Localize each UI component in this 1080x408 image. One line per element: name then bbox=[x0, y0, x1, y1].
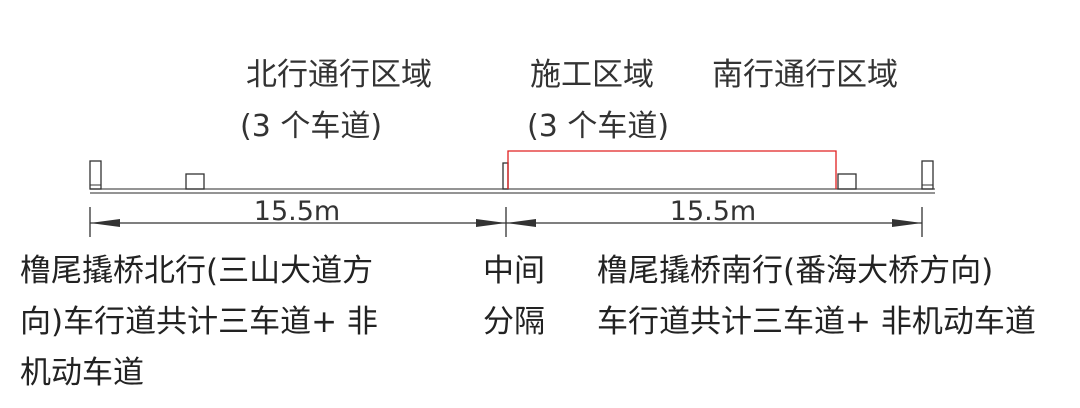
right-curb bbox=[837, 173, 857, 190]
work-zone-title: 施工区域 bbox=[530, 57, 654, 93]
dim-arrow-left-start bbox=[90, 219, 120, 227]
south-zone-title: 南行通行区域 bbox=[712, 57, 898, 93]
right-barrier bbox=[921, 160, 934, 190]
left-curb bbox=[185, 173, 205, 190]
north-description-line-2: 向)车行道共计三车道+ 非 bbox=[20, 304, 378, 340]
median-divider bbox=[502, 162, 509, 190]
dim-arrow-right-start bbox=[506, 219, 536, 227]
north-zone-lanes: (3 个车道) bbox=[240, 109, 383, 144]
dim-arrow-right-end bbox=[892, 219, 922, 227]
north-description: 橹尾撬桥北行(三山大道方 向)车行道共计三车道+ 非 机动车道 bbox=[20, 246, 378, 399]
south-description-line-2: 车行道共计三车道+ 非机动车道 bbox=[597, 304, 1036, 340]
south-description-line-1: 橹尾撬桥南行(番海大桥方向) bbox=[597, 253, 994, 289]
north-zone-title: 北行通行区域 bbox=[246, 57, 432, 93]
dimension-left-label: 15.5m bbox=[254, 196, 340, 227]
south-description: 橹尾撬桥南行(番海大桥方向) 车行道共计三车道+ 非机动车道 bbox=[597, 246, 1036, 348]
north-description-line-1: 橹尾撬桥北行(三山大道方 bbox=[20, 253, 374, 289]
median-description: 中间 分隔 bbox=[483, 246, 545, 348]
median-description-line-1: 中间 bbox=[483, 253, 545, 289]
work-zone-boundary bbox=[507, 150, 837, 189]
work-zone-lanes: (3 个车道) bbox=[527, 109, 670, 144]
dimension-right-label: 15.5m bbox=[670, 196, 756, 227]
median-description-line-2: 分隔 bbox=[483, 304, 545, 340]
left-barrier bbox=[89, 160, 102, 190]
north-description-line-3: 机动车道 bbox=[20, 355, 144, 391]
dim-arrow-left-end bbox=[476, 219, 506, 227]
